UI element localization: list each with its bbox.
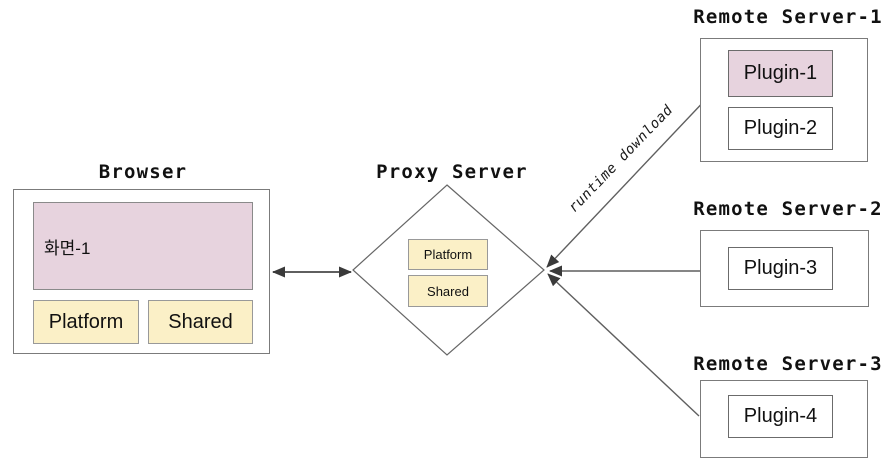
proxy-shared-module: Shared: [408, 275, 488, 307]
plugin-1-box: Plugin-1: [728, 50, 833, 97]
proxy-diamond: [352, 184, 545, 356]
plugin-2-box: Plugin-2: [728, 107, 833, 150]
browser-shared-module: Shared: [148, 300, 253, 344]
remote-server-3-title: Remote Server-3: [693, 353, 883, 375]
browser-shared-label: Shared: [168, 310, 233, 333]
proxy-shared-label: Shared: [427, 283, 469, 299]
plugin-4-label: Plugin-4: [743, 405, 818, 427]
remote-server-2-title: Remote Server-2: [693, 198, 883, 220]
browser-platform-module: Platform: [33, 300, 139, 344]
plugin-1-label: Plugin-1: [743, 62, 818, 84]
plugin-2-label: Plugin-2: [743, 117, 818, 139]
plugin-3-box: Plugin-3: [728, 247, 833, 290]
proxy-platform-label: Platform: [423, 247, 473, 262]
browser-screen-box: 화면-1: [33, 202, 253, 290]
browser-platform-label: Platform: [48, 310, 124, 333]
server3-proxy-arrow: [547, 273, 700, 417]
proxy-platform-module: Platform: [408, 239, 488, 270]
proxy-title: Proxy Server: [376, 161, 528, 183]
plugin-3-label: Plugin-3: [743, 257, 818, 279]
remote-server-1-title: Remote Server-1: [693, 6, 883, 28]
browser-screen-label: 화면-1: [44, 238, 91, 258]
server1-proxy-arrow: [546, 75, 729, 268]
plugin-4-box: Plugin-4: [728, 395, 833, 438]
browser-title: Browser: [98, 161, 188, 183]
